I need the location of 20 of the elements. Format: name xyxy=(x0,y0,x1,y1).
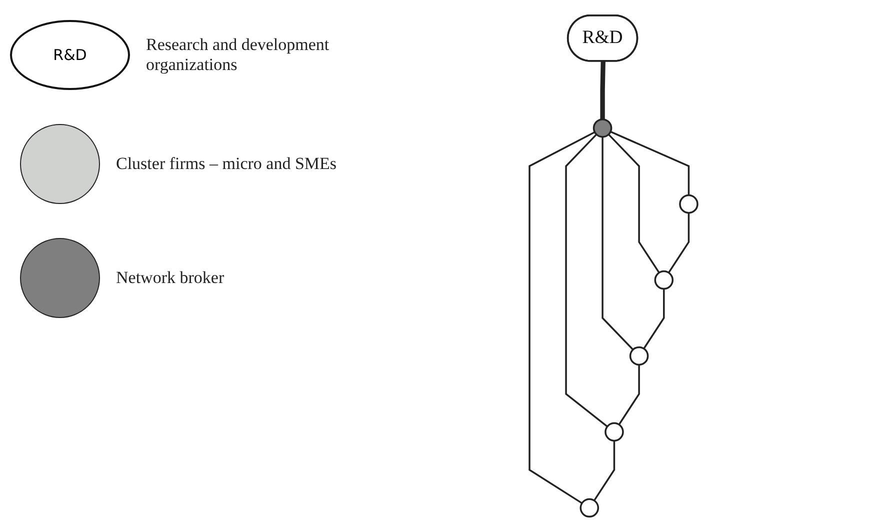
connector xyxy=(600,60,606,119)
node-circle xyxy=(604,422,624,442)
node-circle xyxy=(629,346,649,366)
connector xyxy=(610,130,690,195)
node-circle xyxy=(679,194,698,214)
connector xyxy=(602,136,634,350)
connector xyxy=(643,288,665,349)
connector xyxy=(565,133,608,427)
node-circle xyxy=(592,118,612,138)
connector xyxy=(593,440,616,501)
node-circle xyxy=(580,498,600,518)
legend-text: Cluster firms – micro and SMEs xyxy=(116,154,337,174)
legend-sample-label: R&D xyxy=(53,46,87,64)
connector xyxy=(668,212,690,273)
connector xyxy=(618,364,640,425)
connector xyxy=(608,133,660,273)
legend-text: Research and development organizations xyxy=(146,35,330,75)
node-circle xyxy=(654,270,674,290)
connector xyxy=(528,130,596,504)
legend-text: Network broker xyxy=(116,268,224,288)
